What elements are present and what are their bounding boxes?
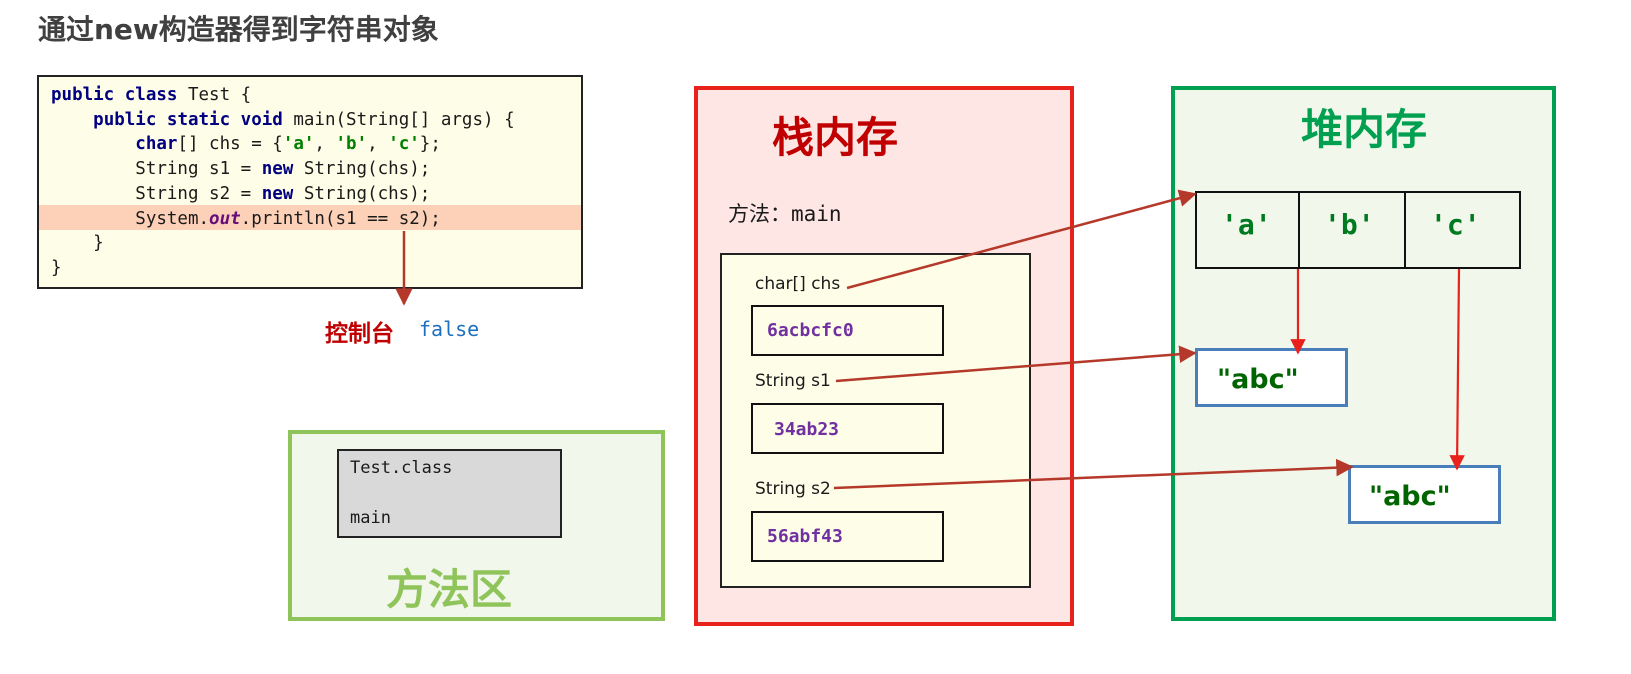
code-token: String s2 =	[51, 183, 262, 204]
code-token: 'b'	[335, 134, 368, 155]
code-token: String s1 =	[51, 159, 262, 180]
code-line: }	[51, 231, 104, 255]
array-cell-b: 'b'	[1324, 208, 1375, 241]
stack-method-label: 方法：main	[728, 198, 842, 228]
var-label-s2: String s2	[755, 479, 831, 499]
array-divider	[1298, 191, 1300, 269]
var-label-s1: String s1	[755, 371, 831, 391]
code-line: String s1 = new String(chs);	[51, 157, 430, 181]
string-object-1-value: "abc"	[1217, 364, 1299, 395]
char-array	[1195, 191, 1521, 269]
var-label-chs: char[] chs	[755, 274, 841, 294]
code-line: char[] chs = {'a', 'b', 'c'};	[51, 132, 441, 156]
code-token: System.	[51, 208, 210, 229]
code-token: out	[209, 208, 241, 229]
code-token: public static void	[93, 109, 283, 130]
var-box-chs	[751, 305, 944, 356]
code-line: System.out.println(s1 == s2);	[51, 207, 441, 231]
code-token: .println(s1 == s2);	[240, 208, 441, 229]
code-box	[37, 75, 583, 289]
code-token: };	[419, 134, 441, 155]
code-token: 'c'	[388, 134, 420, 155]
code-line: public class Test {	[51, 83, 251, 107]
code-token: new	[261, 183, 294, 204]
string-object-2-value: "abc"	[1369, 481, 1451, 512]
array-divider	[1404, 191, 1406, 269]
code-token: new	[261, 159, 294, 180]
array-cell-c: 'c'	[1430, 208, 1481, 241]
code-token: String(chs);	[293, 159, 431, 180]
var-box-s1	[751, 403, 944, 454]
code-token: Test {	[177, 85, 252, 105]
code-token: String(chs);	[293, 183, 431, 204]
code-token: 'a'	[282, 134, 315, 155]
arrow-array-to-string2	[1449, 268, 1465, 471]
arrow-s2-to-string2	[833, 458, 1354, 490]
var-address-s2: 56abf43	[767, 526, 843, 547]
code-token: char	[135, 134, 178, 155]
console-label: 控制台	[325, 321, 394, 347]
var-address-s1: 34ab23	[774, 419, 840, 440]
console-output: false	[419, 317, 480, 341]
class-name: Test.class	[350, 458, 453, 478]
code-line: public static void main(String[] args) {	[51, 108, 515, 132]
heap-title: 堆内存	[1301, 105, 1428, 154]
arrow-chs-to-array	[846, 189, 1197, 290]
code-token: ,	[367, 134, 389, 155]
method-area-label: 方法区	[386, 565, 513, 614]
page-title: 通过new构造器得到字符串对象	[38, 13, 439, 46]
code-token: public class	[51, 85, 178, 105]
code-token: [] chs = {	[177, 134, 283, 155]
string-object-1	[1195, 348, 1348, 407]
array-cell-a: 'a'	[1221, 208, 1272, 241]
code-line-highlight	[39, 205, 581, 230]
arrow-s1-to-string1	[835, 345, 1197, 383]
code-token: }	[51, 257, 62, 278]
code-line: }	[51, 256, 62, 280]
class-method: main	[350, 508, 391, 528]
method-prefix: 方法：	[728, 202, 791, 226]
var-address-chs: 6acbcfc0	[767, 320, 854, 341]
class-box	[337, 449, 562, 538]
code-token: main(String[] args) {	[282, 109, 515, 130]
code-token: ,	[314, 134, 336, 155]
string-object-2	[1348, 465, 1501, 524]
stack-title: 栈内存	[772, 113, 899, 162]
method-name: main	[791, 202, 842, 226]
code-line: String s2 = new String(chs);	[51, 182, 430, 206]
var-box-s2	[751, 511, 944, 562]
code-token: }	[51, 233, 104, 254]
